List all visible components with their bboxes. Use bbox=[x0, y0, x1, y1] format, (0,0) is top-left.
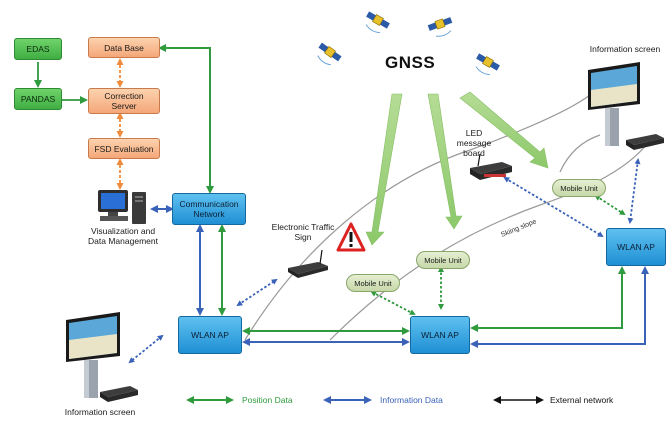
db-comm-link bbox=[158, 44, 214, 194]
mobile-unit: Mobile Unit bbox=[552, 179, 606, 197]
comm-wlan-links bbox=[196, 224, 226, 316]
legend-external-label: External network bbox=[550, 395, 614, 405]
info-screen-top-label: Information screen bbox=[589, 44, 661, 54]
communication-network-box: Communication Network bbox=[172, 193, 246, 225]
satellite-icon bbox=[317, 42, 342, 66]
satellite-icon bbox=[365, 11, 390, 34]
wlan-ap-right: WLAN AP bbox=[606, 228, 666, 266]
wlan-ap-left: WLAN AP bbox=[178, 316, 242, 354]
monitor-kiosk-icon bbox=[588, 62, 664, 150]
computer-icon bbox=[98, 190, 146, 224]
led-board-icon bbox=[470, 153, 512, 180]
satellite-icon bbox=[475, 53, 500, 76]
info-screen-bottom-label: Information screen bbox=[64, 407, 136, 417]
correction-server-box: Correction Server bbox=[88, 88, 160, 114]
wlan-left-center-links bbox=[242, 327, 410, 346]
wlan-center-right-links bbox=[470, 266, 649, 348]
monitor-kiosk-icon bbox=[66, 312, 138, 402]
warning-sign-icon bbox=[336, 222, 366, 252]
edas-pandas-links bbox=[34, 62, 88, 104]
pandas-box: PANDAS bbox=[14, 88, 62, 110]
visualization-label: Visualization and Data Management bbox=[88, 226, 158, 246]
gnss-beams bbox=[365, 91, 549, 246]
gnss-label: GNSS bbox=[385, 53, 436, 72]
satellite-icon bbox=[427, 17, 453, 37]
database-box: Data Base bbox=[88, 37, 160, 58]
mobile-unit: Mobile Unit bbox=[346, 274, 400, 292]
legend-position-label: Position Data bbox=[242, 395, 293, 405]
wireless-links bbox=[128, 158, 641, 364]
mobile-unit: Mobile Unit bbox=[416, 251, 470, 269]
edas-box: EDAS bbox=[14, 38, 62, 60]
wlan-ap-center: WLAN AP bbox=[410, 316, 470, 354]
legend-information-label: Information Data bbox=[380, 395, 443, 405]
led-board-label: LED message board bbox=[456, 128, 492, 158]
router-icon bbox=[288, 249, 328, 278]
electronic-sign-label: Electronic Traffic Sign bbox=[271, 222, 335, 242]
fsd-evaluation-box: FSD Evaluation bbox=[88, 138, 160, 159]
